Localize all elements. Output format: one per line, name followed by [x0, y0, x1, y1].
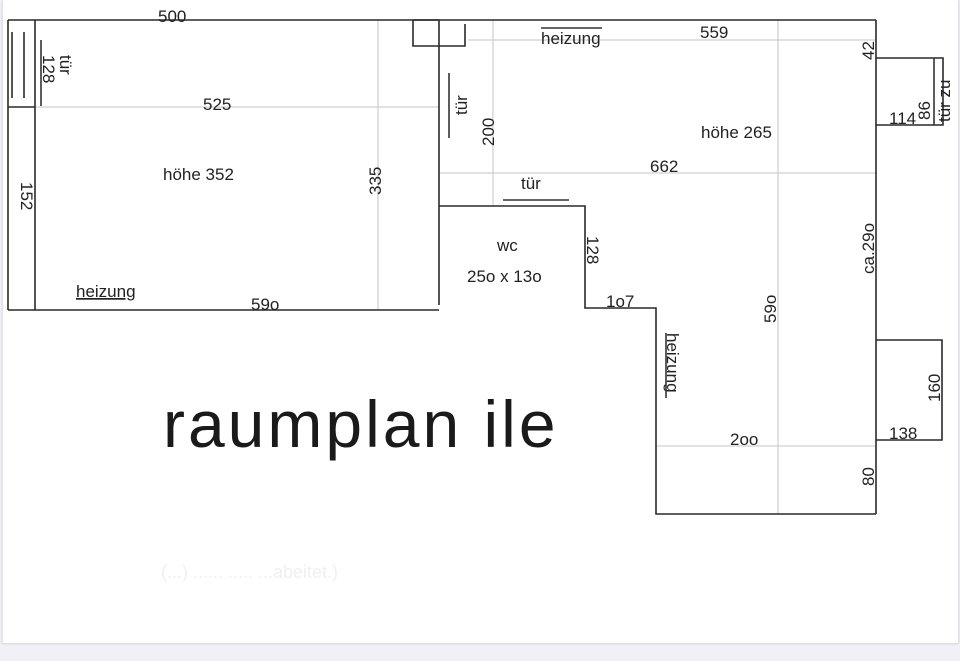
markers — [40, 40, 935, 201]
walls — [7, 19, 944, 515]
label-525: 525 — [203, 95, 231, 114]
label-tuer-left: tür — [56, 55, 75, 75]
annex-bottom — [876, 339, 943, 441]
label-662: 662 — [650, 157, 678, 176]
label-59o-left: 59o — [251, 295, 279, 314]
label-hoehe-265: höhe 265 — [701, 123, 772, 142]
label-138: 138 — [889, 424, 917, 443]
floor-plan: 500 525 höhe 352 59o heizung 335 152 128… — [7, 7, 954, 582]
label-559: 559 — [700, 23, 728, 42]
label-tuer-divider: tür — [452, 95, 471, 115]
label-114: 114 — [889, 109, 916, 128]
label-160: 160 — [925, 374, 944, 402]
label-59o-right: 59o — [761, 295, 780, 323]
label-hoehe-352: höhe 352 — [163, 165, 234, 184]
label-42: 42 — [859, 41, 878, 60]
label-1o7: 1o7 — [606, 292, 634, 311]
plan-title: raumplan ile — [163, 387, 559, 461]
annex-top — [876, 57, 944, 126]
wall-wc-step — [439, 205, 876, 515]
chimney — [412, 20, 466, 47]
plan-sheet: 500 525 höhe 352 59o heizung 335 152 128… — [2, 0, 959, 643]
label-128-wc: 128 — [583, 236, 602, 264]
label-335: 335 — [366, 167, 385, 195]
label-200: 200 — [479, 118, 498, 146]
label-heizung-side: heizung — [663, 333, 682, 393]
label-tuer-zu: tür zu — [935, 79, 954, 122]
label-152: 152 — [17, 182, 36, 210]
labels: 500 525 höhe 352 59o heizung 335 152 128… — [17, 7, 954, 486]
faded-caption: (...) ...... ..... ...abeitet.) — [161, 562, 338, 582]
label-heizung-top: heizung — [541, 29, 601, 48]
label-wc-size: 25o x 13o — [467, 267, 542, 286]
guide-lines — [33, 20, 876, 514]
label-2oo: 2oo — [730, 430, 758, 449]
label-128-door: 128 — [39, 55, 58, 83]
label-86: 86 — [915, 101, 934, 120]
label-heizung-left: heizung — [76, 282, 136, 301]
label-ca-290: ca.29o — [859, 223, 878, 274]
label-wc: wc — [496, 236, 518, 255]
label-500: 500 — [158, 7, 186, 26]
label-80: 80 — [859, 467, 878, 486]
label-tuer-wc: tür — [521, 174, 541, 193]
